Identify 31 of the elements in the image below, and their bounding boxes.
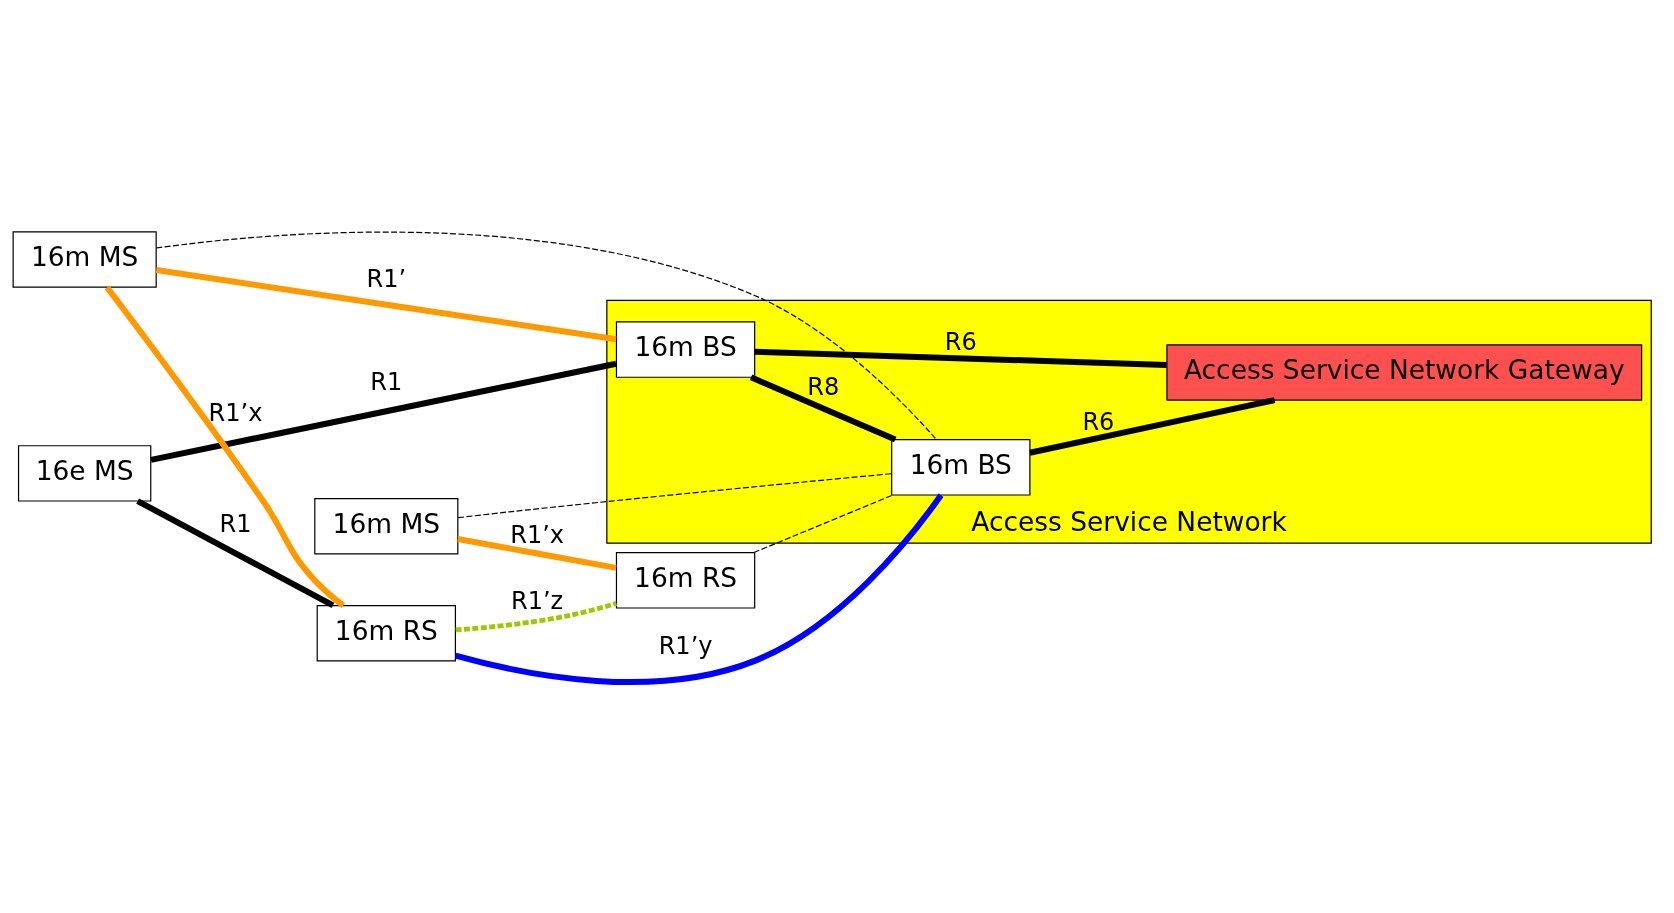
connector <box>136 497 335 608</box>
edge-label: R1’z <box>511 586 564 615</box>
edge-label: R1’y <box>658 631 713 660</box>
node-box: 16m BS <box>615 320 756 378</box>
edge-label: R1 <box>370 367 403 396</box>
connector <box>457 472 893 518</box>
connector <box>150 360 617 463</box>
node-box: 16m BS <box>891 438 1031 496</box>
connector <box>454 493 944 685</box>
node-box: 16m RS <box>615 551 756 609</box>
connector <box>155 231 938 440</box>
connector <box>104 285 346 608</box>
edge-label: R1’x <box>208 397 263 426</box>
connector <box>455 600 617 632</box>
connector <box>754 348 1167 368</box>
edge-label: R8 <box>807 372 840 401</box>
edge-label: R1 <box>219 509 252 538</box>
edge-label: R6 <box>944 327 977 356</box>
connector <box>749 374 897 442</box>
connector <box>155 266 617 342</box>
edge-label: R1’x <box>510 520 565 549</box>
connector <box>753 493 894 553</box>
node-box: 16m MS <box>12 230 157 288</box>
edge-label: R1’ <box>366 264 407 293</box>
node-box: Access Service Network Gateway <box>1166 343 1643 401</box>
node-box: 16e MS <box>17 444 152 502</box>
connector <box>1029 396 1276 456</box>
connector <box>457 535 617 571</box>
node-box: 16m RS <box>316 604 457 661</box>
edge-label: R6 <box>1082 407 1115 436</box>
node-box: 16m MS <box>314 497 459 554</box>
